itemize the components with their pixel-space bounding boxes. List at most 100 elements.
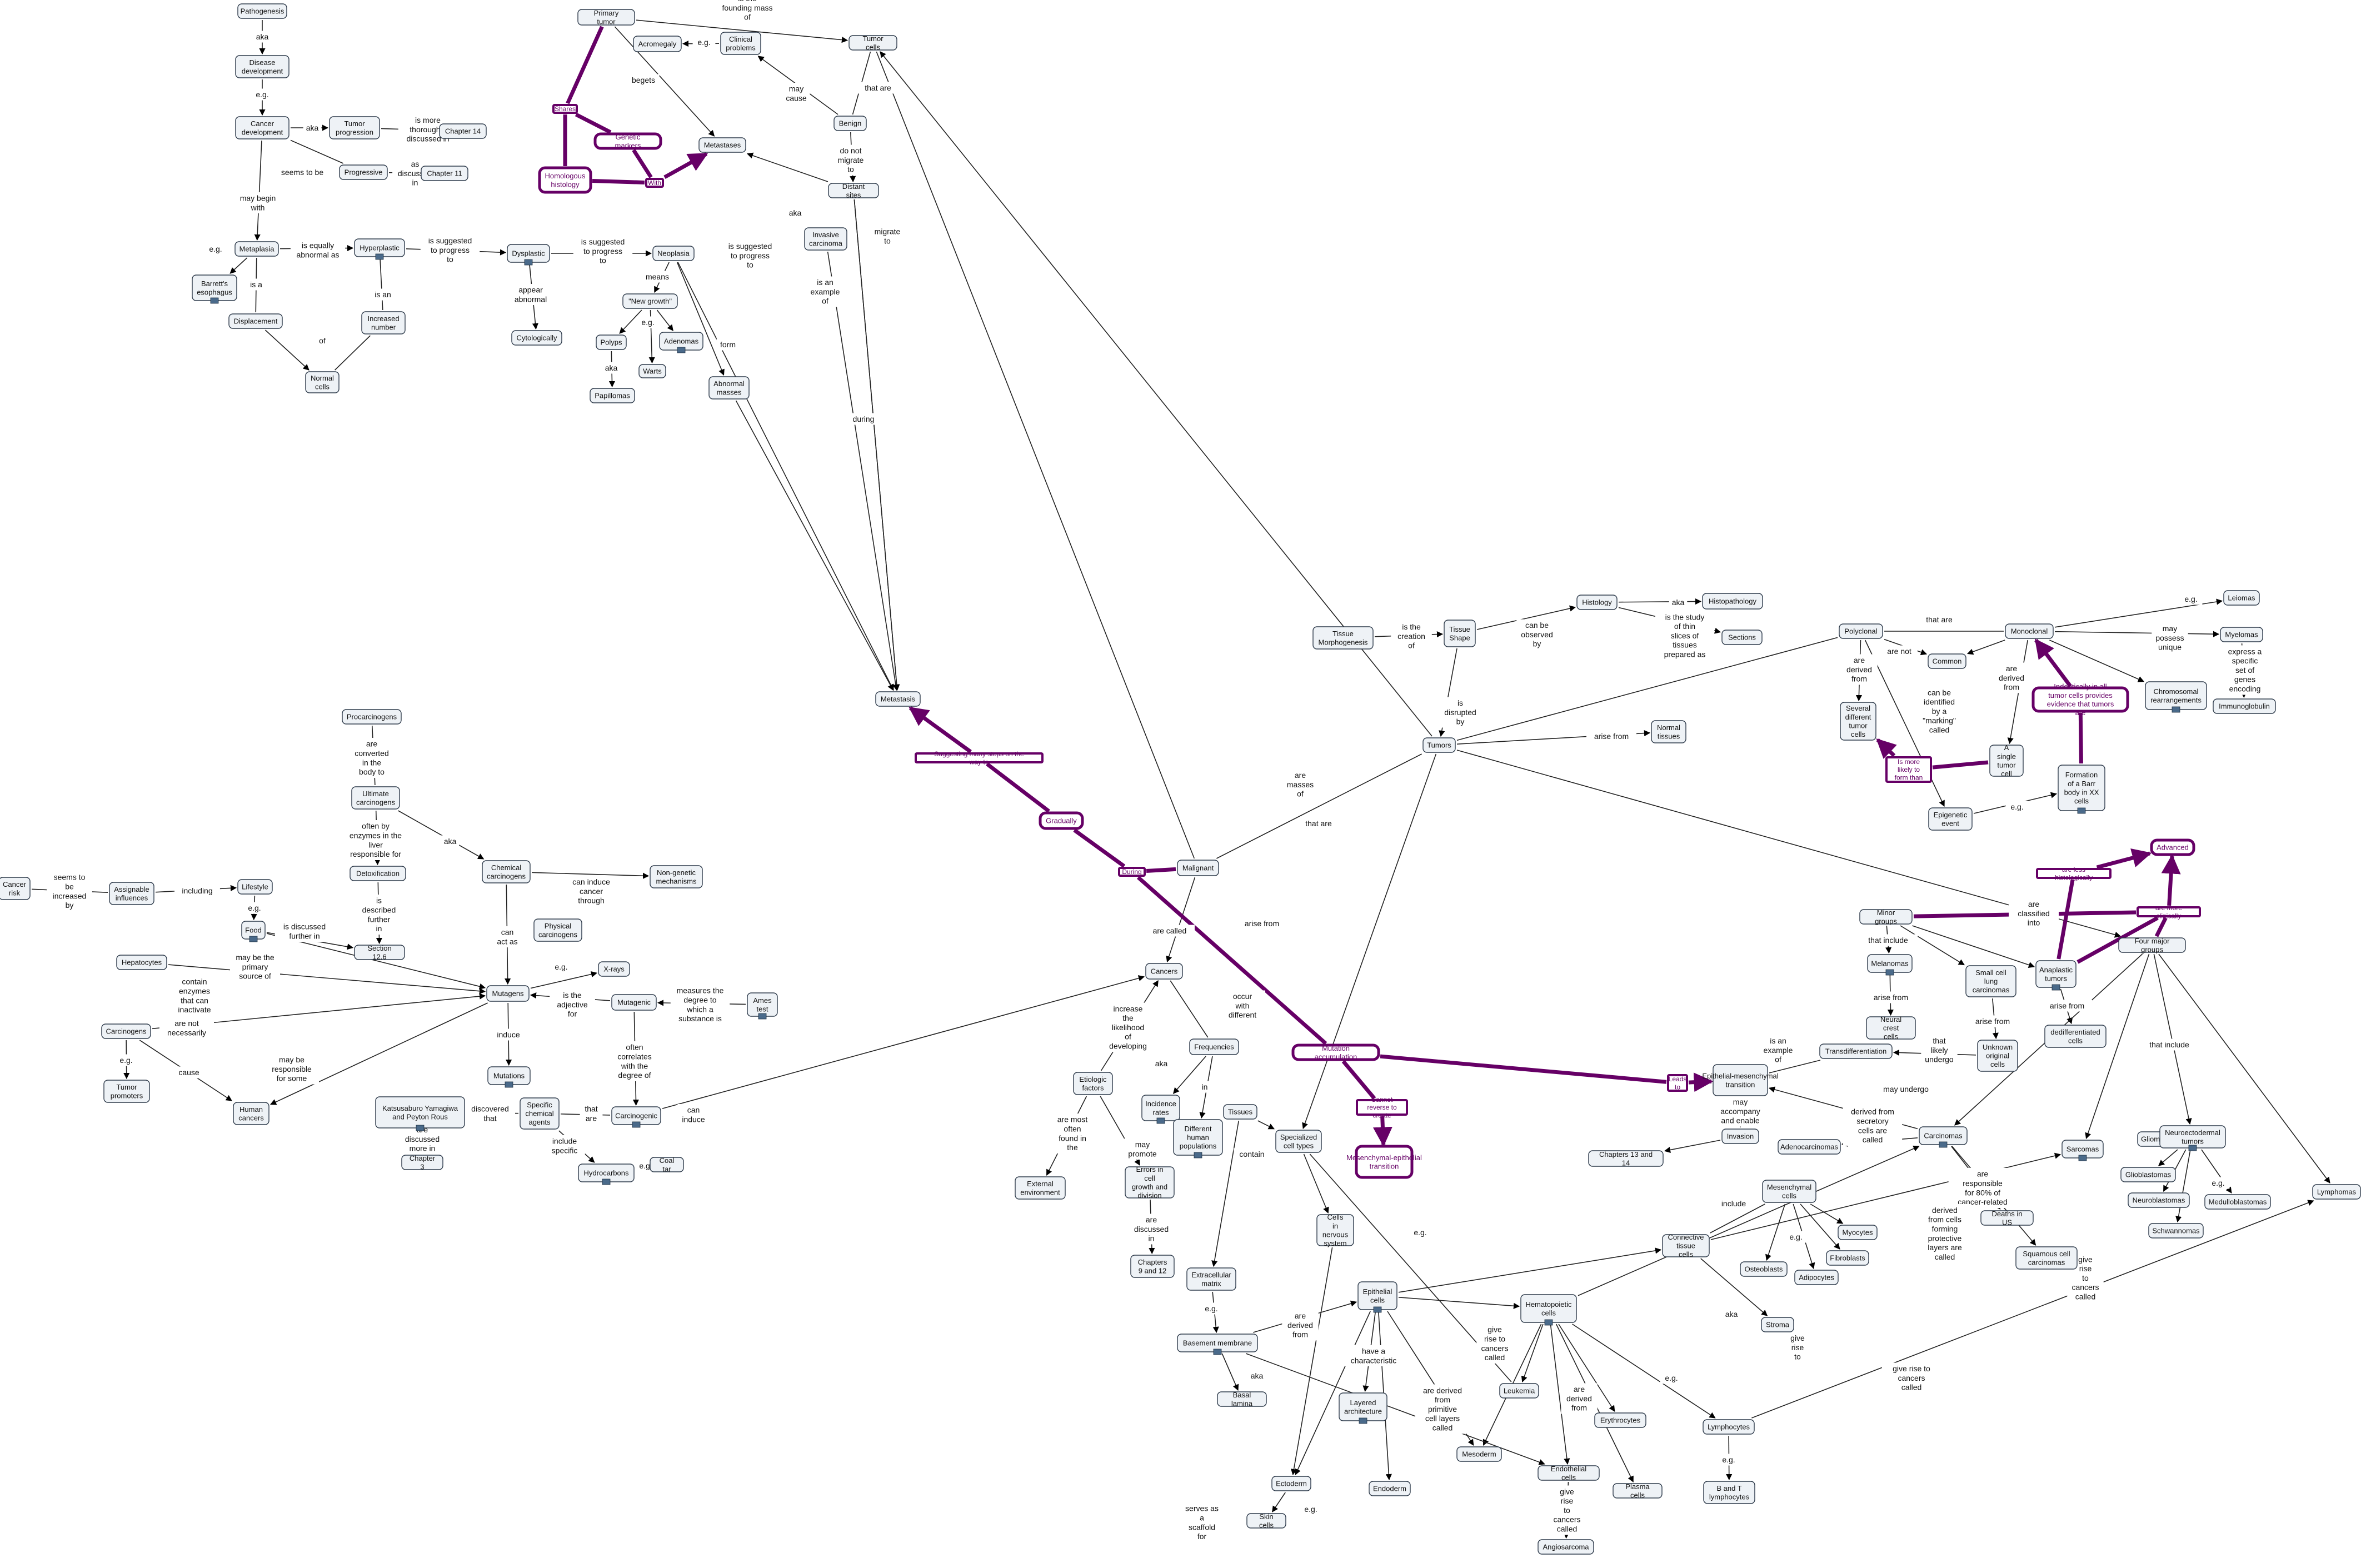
resource-icon[interactable] [1359, 1417, 1367, 1424]
node-polyclonal[interactable]: Polyclonal [1839, 623, 1883, 639]
node-frequencies[interactable]: Frequencies [1189, 1038, 1239, 1055]
resource-icon[interactable] [602, 1179, 611, 1185]
node-schwannomas[interactable]: Schwannomas [2148, 1223, 2204, 1239]
node-immunoglobulin[interactable]: Immunoglobulin [2213, 698, 2276, 714]
resource-icon[interactable] [505, 1081, 513, 1088]
node-metastases[interactable]: Metastases [698, 137, 746, 153]
node-benign[interactable]: Benign [833, 116, 867, 131]
node-chapter-14[interactable]: Chapter 14 [439, 123, 487, 139]
node-myocytes[interactable]: Myocytes [1838, 1225, 1878, 1240]
node-adenocarcinomas[interactable]: Adenocarcinomas [1778, 1139, 1841, 1155]
node-advanced[interactable]: Advanced [2150, 838, 2195, 856]
node-erythrocytes[interactable]: Erythrocytes [1594, 1412, 1646, 1428]
node-new-growth[interactable]: "New growth" [622, 293, 678, 309]
node-metaplasia[interactable]: Metaplasia [234, 241, 279, 257]
resource-icon[interactable] [1373, 1306, 1382, 1313]
node-tissues[interactable]: Tissues [1223, 1104, 1257, 1120]
node-neuroblastomas[interactable]: Neuroblastomas [2128, 1192, 2190, 1208]
node-hyperplastic[interactable]: Hyperplastic [354, 238, 405, 257]
node-stroma[interactable]: Stroma [1761, 1317, 1794, 1332]
node-dysplastic[interactable]: Dysplastic [507, 244, 550, 263]
node-endoderm[interactable]: Endoderm [1369, 1481, 1411, 1496]
resource-icon[interactable] [249, 936, 258, 942]
node-x-rays[interactable]: X-rays [598, 961, 630, 977]
node-metastasis[interactable]: Metastasis [875, 691, 921, 707]
resource-icon[interactable] [2172, 706, 2180, 713]
node-displacement[interactable]: Displacement [228, 313, 283, 329]
resource-icon[interactable] [2188, 1145, 2197, 1151]
node-fibroblasts[interactable]: Fibroblasts [1826, 1250, 1869, 1266]
node-mutations[interactable]: Mutations [487, 1066, 531, 1085]
resource-icon[interactable] [524, 259, 533, 266]
resource-icon[interactable] [2051, 984, 2060, 991]
node-ectoderm[interactable]: Ectoderm [1271, 1476, 1311, 1491]
node-hl-with[interactable]: With [645, 178, 664, 188]
node-hl-during[interactable]: During [1118, 867, 1146, 877]
node-cytologically[interactable]: Cytologically [511, 330, 562, 346]
node-basement-membrane[interactable]: Basement membrane [1177, 1334, 1258, 1352]
node-monoclonal[interactable]: Monoclonal [2005, 623, 2054, 639]
resource-icon[interactable] [1885, 969, 1894, 976]
node-lymphomas[interactable]: Lymphomas [2312, 1184, 2361, 1200]
resource-icon[interactable] [632, 1121, 641, 1128]
resource-icon[interactable] [375, 253, 384, 260]
node-mutagens[interactable]: Mutagens [486, 985, 530, 1002]
node-glioblastomas[interactable]: Glioblastomas [2120, 1167, 2176, 1182]
node-sarcomas[interactable]: Sarcomas [2061, 1140, 2104, 1158]
node-food[interactable]: Food [241, 921, 266, 940]
node-detoxification[interactable]: Detoxification [350, 866, 406, 881]
resource-icon[interactable] [2078, 1155, 2087, 1161]
resource-icon[interactable] [416, 1125, 425, 1131]
resource-icon[interactable] [1544, 1319, 1553, 1326]
node-osteoblasts[interactable]: Osteoblasts [1740, 1261, 1788, 1277]
node-mesoderm[interactable]: Mesoderm [1456, 1446, 1502, 1462]
node-hepatocytes[interactable]: Hepatocytes [116, 955, 167, 970]
resource-icon[interactable] [1194, 1152, 1202, 1158]
resource-icon[interactable] [1939, 1141, 1948, 1148]
node-malignant[interactable]: Malignant [1177, 860, 1219, 876]
